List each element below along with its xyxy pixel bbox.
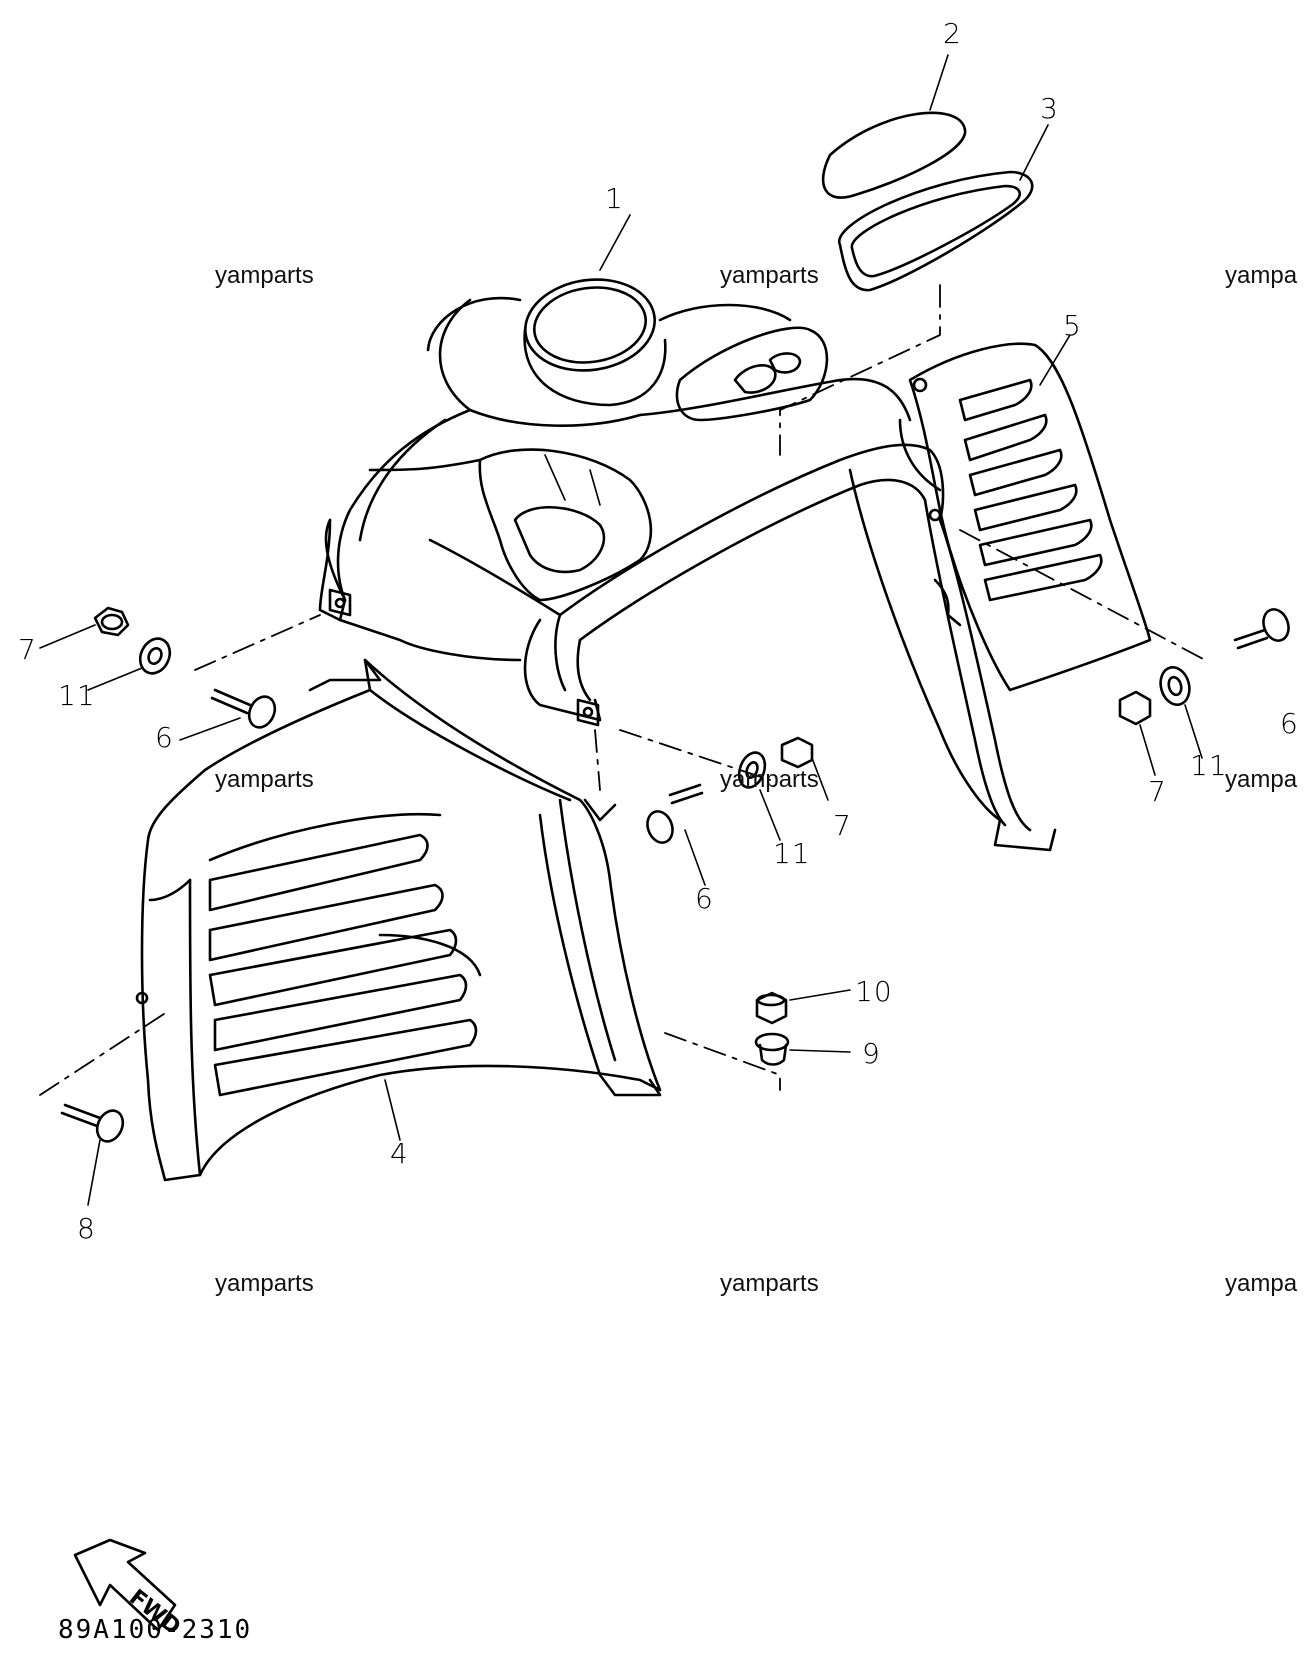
watermark: yampa: [1225, 1270, 1298, 1297]
part-5-right-inner-panel: [908, 334, 1152, 692]
callout-10: 10: [855, 975, 893, 1008]
part-3-gasket: [838, 124, 1049, 292]
callout-1: 1: [605, 182, 624, 215]
assembly-centerlines: [39, 284, 1206, 1096]
watermark: yamparts: [720, 766, 819, 793]
watermark: yamparts: [215, 766, 314, 793]
watermark: yamparts: [720, 1270, 819, 1297]
callout-11-center: 11: [773, 837, 811, 870]
watermark: yampa: [1225, 262, 1298, 289]
callout-5: 5: [1063, 309, 1082, 342]
callout-8: 8: [77, 1212, 96, 1245]
callout-7-left: 7: [18, 633, 37, 666]
fastener-6-right-bolt: [1233, 608, 1290, 650]
fastener-11-center-washer: [737, 751, 781, 841]
fastener-6-center-bolt: [646, 783, 706, 886]
fastener-9-grommet: [754, 1032, 851, 1066]
part-2-lens-cover: [821, 54, 967, 199]
fastener-7-right-nut: [1118, 690, 1156, 776]
callout-7-right: 7: [1148, 775, 1167, 808]
callout-4: 4: [390, 1137, 409, 1170]
callout-11-right: 11: [1190, 749, 1228, 782]
fastener-7-left-nut: [39, 606, 130, 649]
drawing-code: 89A100-2310: [58, 1615, 253, 1645]
watermark: yamparts: [215, 1270, 314, 1297]
callout-6-left: 6: [155, 721, 174, 754]
fastener-10-nut: [755, 989, 851, 1025]
watermark: yamparts: [720, 262, 819, 289]
fastener-11-left-washer: [87, 637, 172, 691]
watermark: yampa: [1225, 766, 1298, 793]
part-1-front-fender: [318, 214, 1057, 852]
callout-11-left: 11: [58, 679, 96, 712]
callout-6-right: 6: [1280, 707, 1299, 740]
fastener-7-center-nut: [780, 736, 829, 801]
watermark: yamparts: [215, 262, 314, 289]
callout-9: 9: [862, 1037, 881, 1070]
callout-6-center: 6: [695, 882, 714, 915]
fastener-11-right-washer: [1159, 665, 1203, 759]
part-4-left-inner-panel: [135, 658, 662, 1182]
callout-3: 3: [1040, 92, 1059, 125]
callout-7-center: 7: [833, 809, 852, 842]
callout-2: 2: [943, 17, 962, 50]
fastener-6-left-bolt: [179, 688, 277, 741]
fastener-8-bolt: [60, 1103, 125, 1206]
